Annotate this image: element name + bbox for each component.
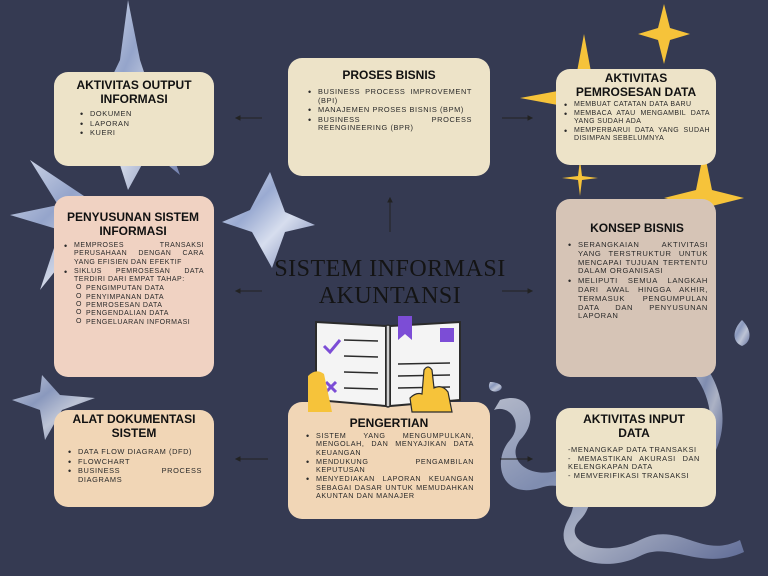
list-item: SISTEM YANG MENGUMPULKAN, MENGOLAH, DAN …: [304, 431, 474, 457]
list-item: KUERI: [78, 129, 204, 138]
list-item: MELIPUTI SEMUA LANGKAH DARI AWAL HINGGA …: [566, 276, 708, 321]
list-item-text: SIKLUS PEMROSESAN DATA TERDIRI DARI EMPA…: [74, 267, 204, 284]
card-alat-dokumentasi: ALAT DOKUMENTASI SISTEM DATA FLOW DIAGRA…: [54, 410, 214, 507]
sub-list-item: PENGIMPUTAN DATA: [74, 284, 204, 293]
list-item: SIKLUS PEMROSESAN DATA TERDIRI DARI EMPA…: [62, 268, 204, 327]
card-title: KONSEP BISNIS: [590, 221, 684, 235]
list-item: BUSINESS PROCESS DIAGRAMS: [66, 466, 202, 484]
arrow-right-to-input: [500, 456, 534, 462]
card-aktivitas-input: AKTIVITAS INPUT DATA -MENANGKAP DATA TRA…: [556, 408, 716, 507]
card-title: AKTIVITAS INPUT DATA: [583, 412, 685, 440]
list-item: DATA FLOW DIAGRAM (DFD): [66, 447, 202, 457]
square-marker-shape: [440, 328, 454, 342]
card-title: PENYUSUNAN SISTEM INFORMASI: [66, 210, 200, 238]
sub-list-item: PEMROSESAN DATA: [74, 301, 204, 310]
list-item: BUSINESS PROCESS IMPROVEMENT (BPI): [306, 87, 472, 105]
text-line: - MEMASTIKAN AKURASI DAN KELENGKAPAN DAT…: [568, 453, 700, 472]
liquid-drip-shape: [488, 382, 502, 392]
card-aktivitas-output: AKTIVITAS OUTPUT INFORMASI DOKUMEN LAPOR…: [54, 72, 214, 166]
text-line: - MEMVERIFIKASI TRANSAKSI: [568, 470, 690, 480]
list-item: MEMPROSES TRANSAKSI PERUSAHAAN DENGAN CA…: [62, 242, 204, 267]
crystal-star-small-shape: [222, 172, 315, 268]
sub-list-item: PENYIMPANAN DATA: [74, 293, 204, 302]
star-sparkle-icon: [638, 4, 690, 64]
list-item: MEMBUAT CATATAN DATA BARU: [562, 101, 710, 109]
list-item: MENDUKUNG PENGAMBILAN KEPUTUSAN: [304, 457, 474, 475]
card-title: AKTIVITAS OUTPUT INFORMASI: [76, 78, 192, 106]
star-sparkle-icon: [562, 160, 598, 196]
card-title: ALAT DOKUMENTASI SISTEM: [72, 412, 196, 440]
card-penyusunan-sistem: PENYUSUNAN SISTEM INFORMASI MEMPROSES TR…: [54, 196, 214, 377]
sub-list-item: PENGENDALIAN DATA: [74, 309, 204, 318]
checkmark-icon: [322, 339, 342, 355]
card-proses-bisnis: PROSES BISNIS BUSINESS PROCESS IMPROVEME…: [288, 58, 490, 176]
list-item: MANAJEMEN PROSES BISNIS (BPM): [306, 106, 472, 115]
main-title: SISTEM INFORMASI AKUNTANSI: [274, 256, 506, 309]
arrow-left-to-output: [234, 115, 262, 121]
arrow-up-to-proses: [387, 196, 393, 232]
open-book-icon: [308, 316, 461, 413]
card-title: AKTIVITAS PEMROSESAN DATA: [575, 71, 697, 99]
sub-list-item: PENGELUARAN INFORMASI: [74, 318, 204, 327]
list-item: MEMPERBARUI DATA YANG SUDAH DISIMPAN SEB…: [562, 127, 710, 143]
bookmark-icon: [398, 316, 412, 340]
list-item: BUSINESS PROCESS REENGINEERING (BPR): [306, 115, 472, 133]
list-item: MEMBACA ATAU MENGAMBIL DATA YANG SUDAH A…: [562, 110, 710, 126]
liquid-drip-shape: [734, 320, 750, 346]
card-pengertian: PENGERTIAN SISTEM YANG MENGUMPULKAN, MEN…: [288, 402, 490, 519]
list-item: MENYEDIAKAN LAPORAN KEUANGAN SEBAGAI DAS…: [304, 475, 474, 500]
arrow-left-to-alat: [234, 456, 268, 462]
list-item: DOKUMEN: [78, 109, 204, 119]
list-item: LAPORAN: [78, 119, 204, 129]
card-title: PROSES BISNIS: [342, 68, 436, 82]
card-konsep-bisnis: KONSEP BISNIS SERANGKAIAN AKTIVITASI YAN…: [556, 199, 716, 377]
card-aktivitas-pemrosesan: AKTIVITAS PEMROSESAN DATA MEMBUAT CATATA…: [556, 69, 716, 165]
card-title: PENGERTIAN: [349, 416, 429, 430]
list-item: FLOWCHART: [66, 457, 202, 467]
text-line: -MENANGKAP DATA TRANSAKSI: [568, 445, 697, 454]
arrow-right-to-pemrosesan: [502, 115, 534, 121]
list-item: SERANGKAIAN AKTIVITASI YANG TERSTRUKTUR …: [566, 240, 708, 276]
cross-mark-icon: [324, 380, 338, 394]
